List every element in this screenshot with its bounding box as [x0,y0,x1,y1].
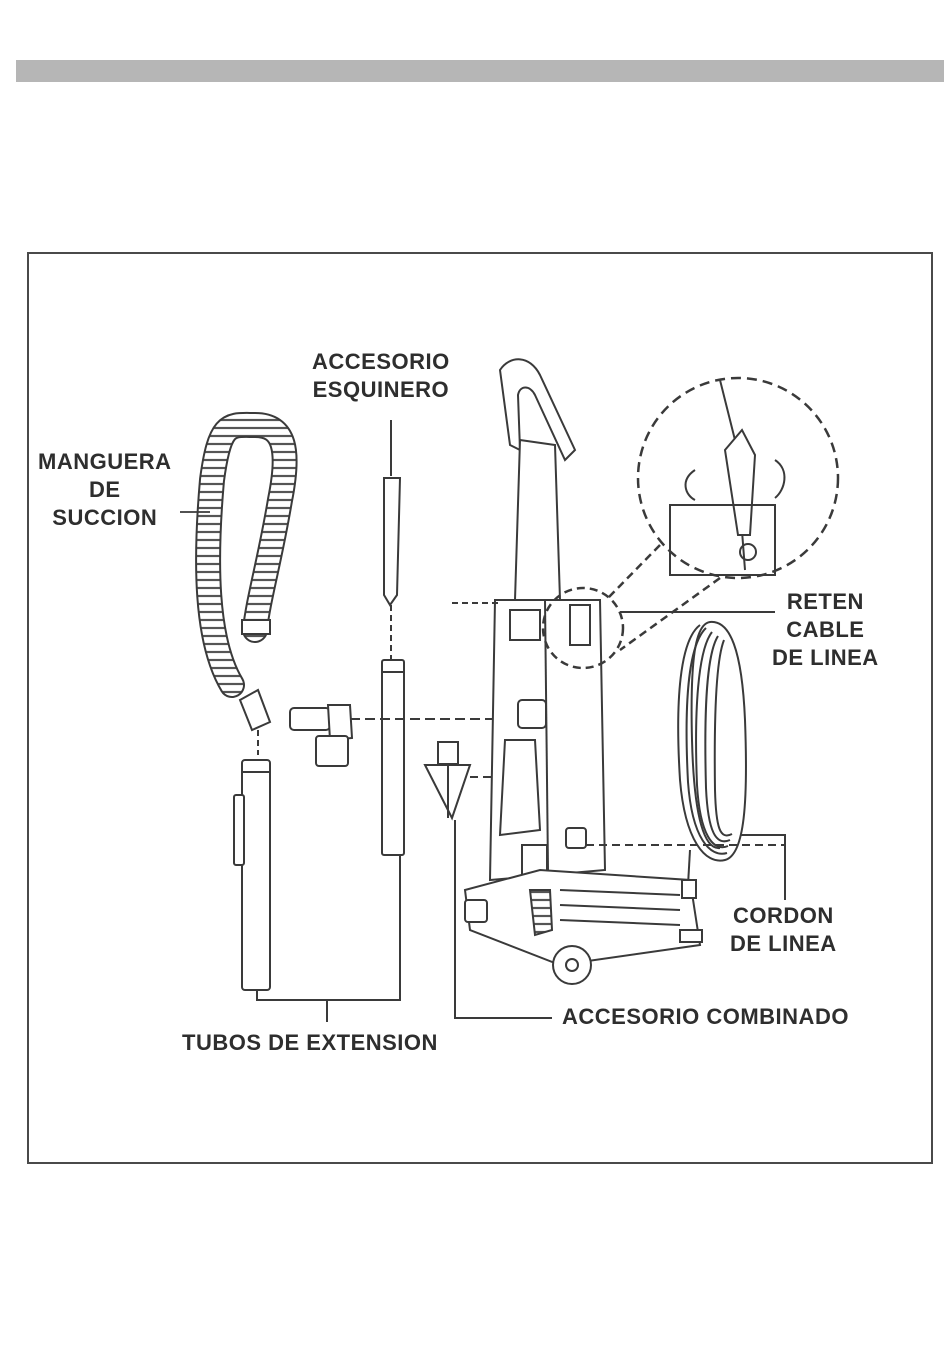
label-corner-tool-line-2: ESQUINERO [312,376,450,404]
label-cord-retainer: RETEN CABLE DE LINEA [772,588,879,672]
suction-hose [208,425,285,755]
label-power-cord-line-2: DE LINEA [730,930,837,958]
label-suction-hose-line-3: SUCCION [38,504,172,532]
label-corner-tool-line-1: ACCESORIO [312,348,450,376]
label-power-cord: CORDON DE LINEA [730,902,837,958]
label-corner-tool: ACCESORIO ESQUINERO [312,348,450,404]
power-cord [678,622,785,900]
label-cord-retainer-line-1: RETEN [772,588,879,616]
label-cord-retainer-line-2: CABLE [772,616,879,644]
label-power-cord-line-1: CORDON [730,902,837,930]
label-suction-hose-line-2: DE [38,476,172,504]
label-suction-hose-line-1: MANGUERA [38,448,172,476]
label-cord-retainer-line-3: DE LINEA [772,644,879,672]
corner-tool [384,420,400,660]
label-suction-hose: MANGUERA DE SUCCION [38,448,172,532]
label-combination-tool: ACCESORIO COMBINADO [562,1003,849,1031]
label-extension-wands: TUBOS DE EXTENSION [182,1029,438,1057]
